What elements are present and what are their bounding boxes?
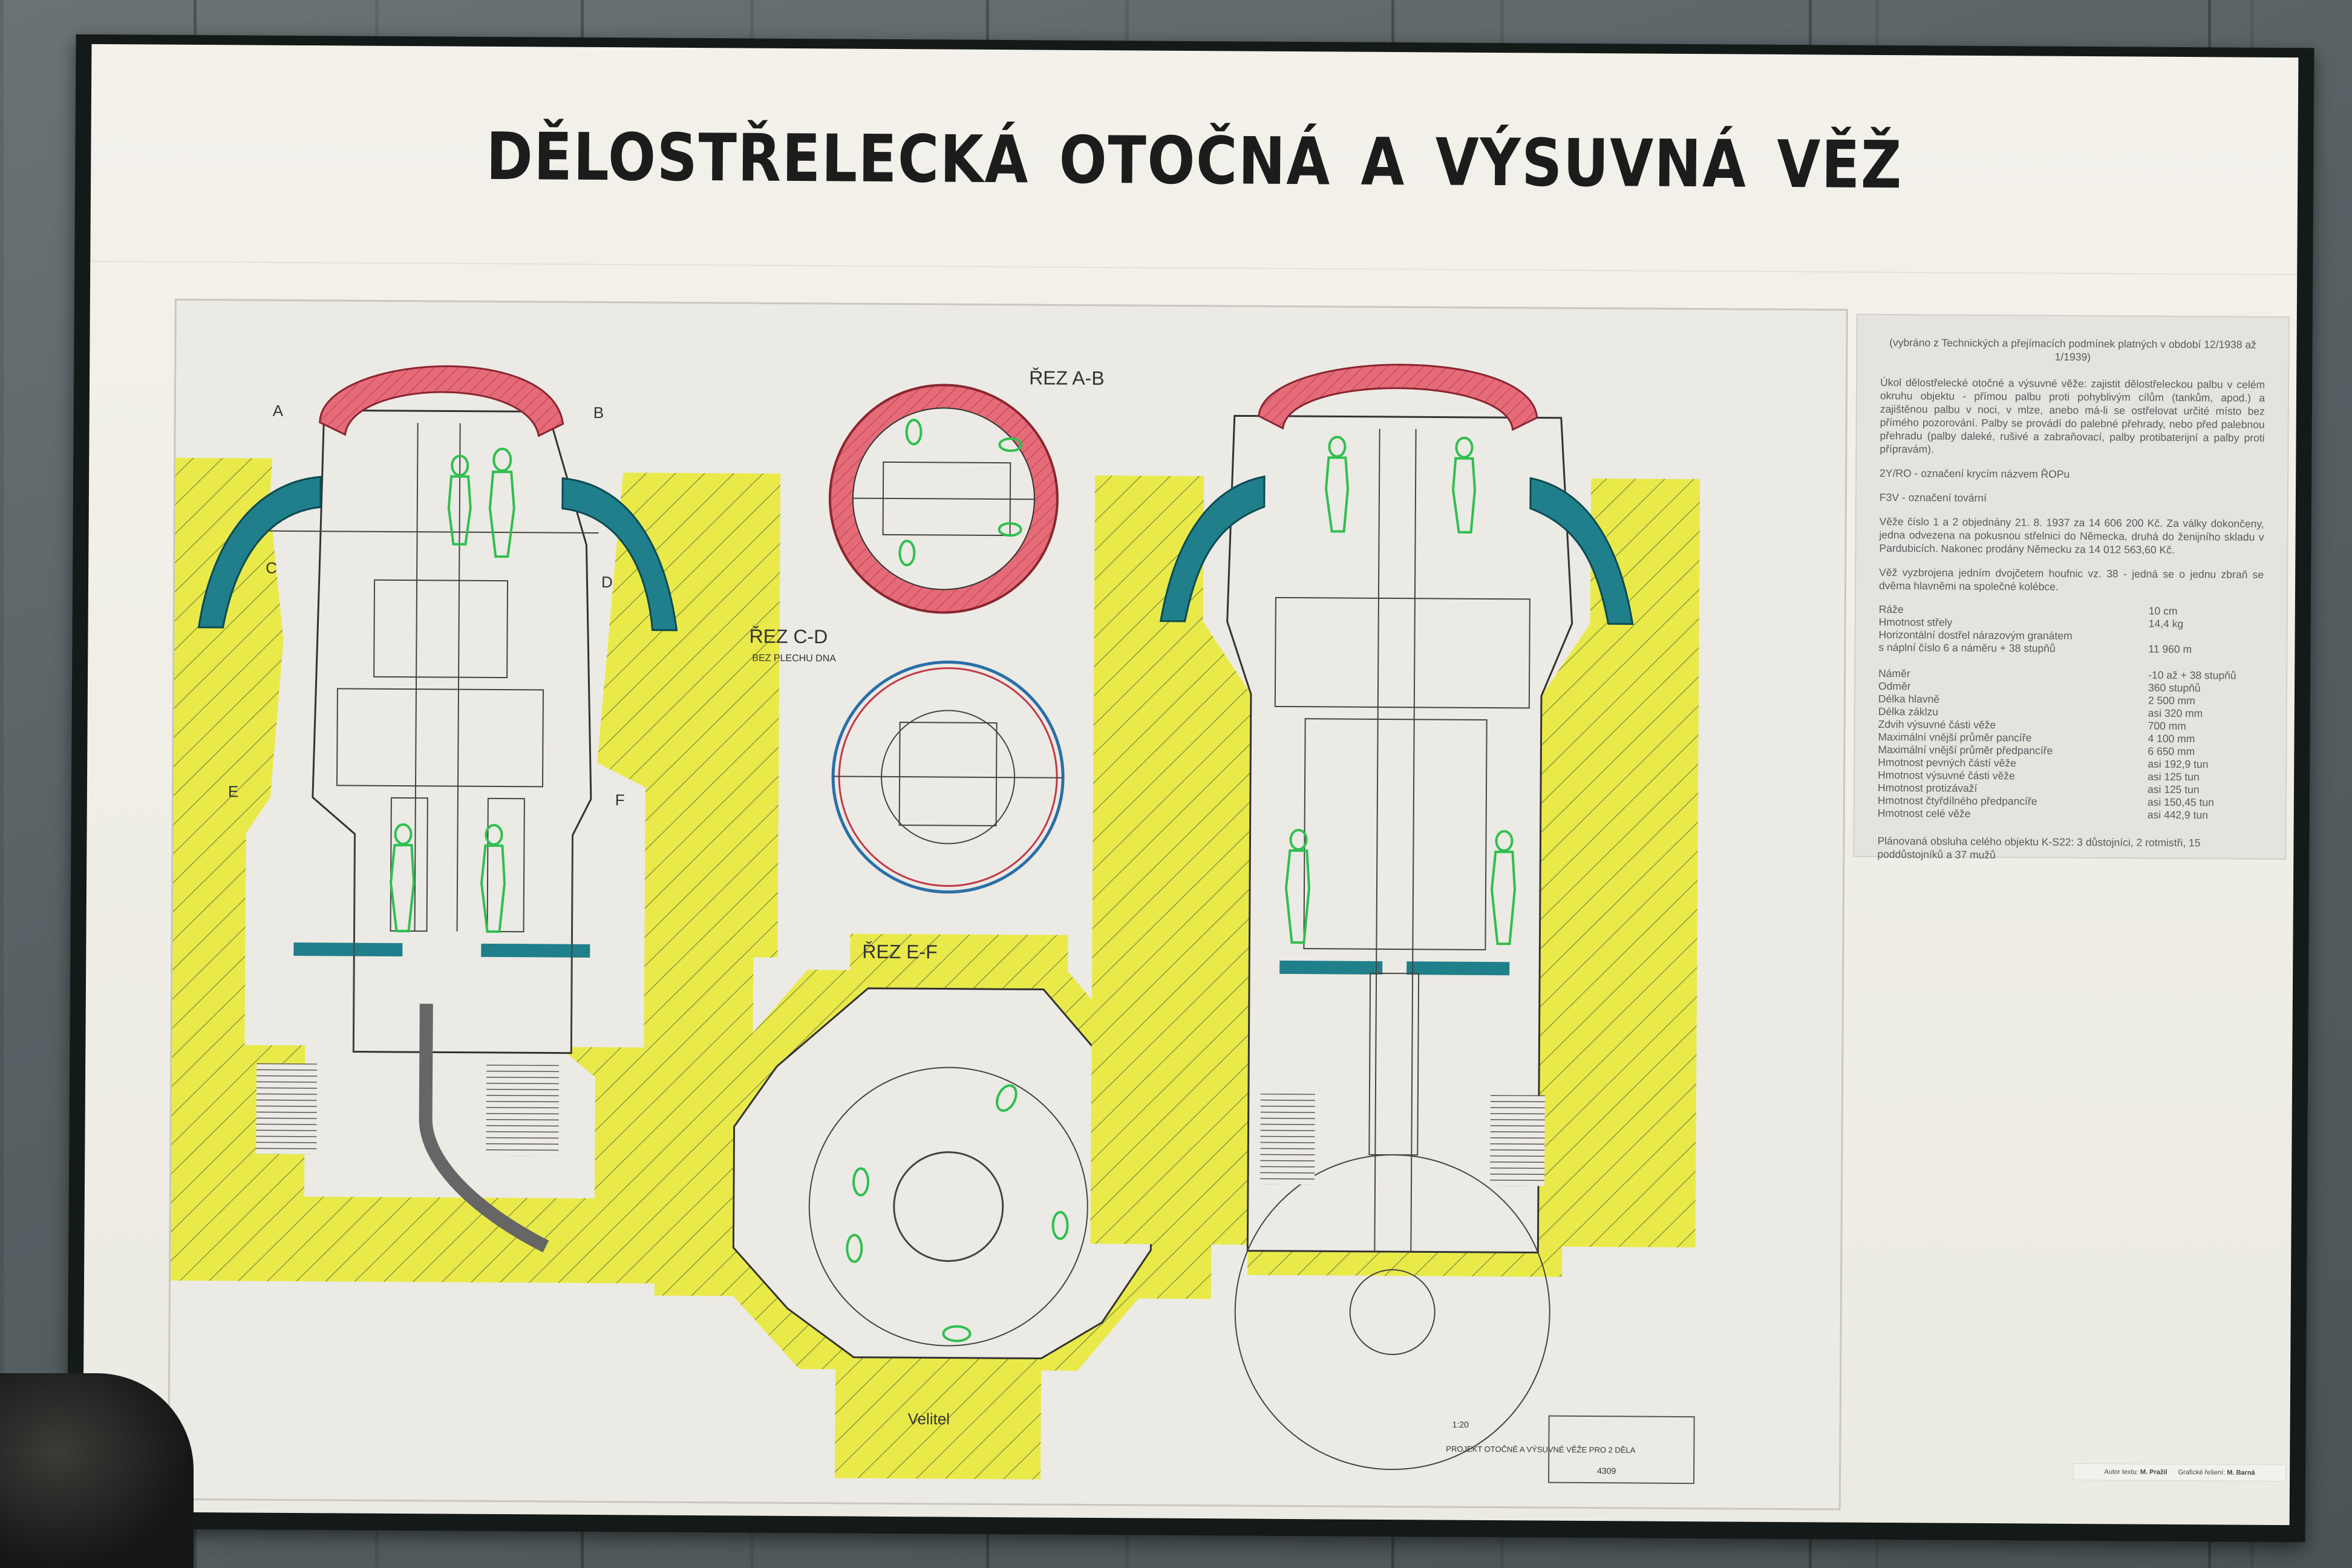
letter-c: C	[266, 559, 277, 577]
left-floor-plate-2	[481, 943, 590, 958]
spec-value	[2148, 630, 2263, 644]
spec-row: Hmotnost celé věže asi 442,9 tun	[1878, 807, 2262, 822]
spec-value: asi 442,9 tun	[2147, 808, 2209, 822]
right-armor-a	[1159, 475, 1266, 622]
letter-f: F	[615, 791, 625, 809]
right-floor-plate-1	[1279, 960, 1383, 975]
left-dome	[319, 365, 564, 437]
technical-drawing: A B C D E F ŘEZ A-B	[167, 298, 1848, 1511]
spec-key: Maximální vnější průměr pancíře	[1878, 730, 2032, 744]
spec-key: Délka hlavně	[1878, 692, 1940, 705]
credit-text: Autor textu: M. Pražil	[2105, 1468, 2167, 1476]
left-armor-b	[561, 477, 678, 632]
section-cd: ŘEZ C-D BEZ PLECHU DNA	[749, 626, 1065, 894]
exhibit-panel: DĚLOSTŘELECKÁ OTOČNÁ A VÝSUVNÁ VĚŽ	[82, 44, 2299, 1526]
left-crew-figures	[390, 448, 515, 933]
info-box: (vybráno z Technických a přejímacích pod…	[1853, 313, 2290, 861]
right-tower-section	[1090, 364, 1700, 1471]
spec-key: Maximální vnější průměr předpancíře	[1878, 743, 2053, 757]
section-ef: ŘEZ E-F Velitel	[654, 933, 1213, 1480]
spec-value: 14,4 kg	[2148, 617, 2184, 630]
spec-key: Hmotnost pevných částí věže	[1878, 756, 2016, 769]
stamp-project: PROJEKT OTOČNÉ A VÝSUVNÉ VĚŽE PRO 2 DĚLA	[1446, 1445, 1635, 1455]
info-paragraph: 2Y/RO - označení krycím názvem ŘOPu	[1880, 466, 2070, 480]
right-crew-figures	[1284, 436, 1516, 946]
title-stamp: PROJEKT OTOČNÉ A VÝSUVNÉ VĚŽE PRO 2 DĚLA…	[1446, 1415, 1695, 1485]
spec-key: Horizontální dostřel nárazovým granátem	[1878, 628, 2073, 642]
right-floor-plate-2	[1406, 961, 1510, 976]
stamp-number: 4309	[1597, 1466, 1616, 1475]
spec-key: Hmotnost čtyřdílného předpancíře	[1877, 794, 2037, 808]
spec-value: asi 320 mm	[2148, 707, 2203, 720]
right-mechanism	[1234, 428, 1550, 1471]
letter-a: A	[273, 402, 284, 420]
info-paragraph: Úkol dělostřelecké otočné a výsuvné věže…	[1880, 376, 2265, 456]
spec-value: asi 125 tun	[2147, 783, 2200, 796]
info-paragraph: Věž vyzbrojena jedním dvojčetem houfnic …	[1879, 566, 2264, 593]
spec-value: 360 stupňů	[2148, 681, 2201, 694]
spec-key: Odměr	[1878, 679, 1911, 693]
crew-plan: Plánovaná obsluha celého objektu K-S22: …	[1877, 834, 2201, 861]
spec-value: 700 mm	[2148, 719, 2186, 733]
info-paragraph: Věže číslo 1 a 2 objednány 21. 8. 1937 z…	[1879, 515, 2264, 556]
author-credit: Autor textu: M. Pražil Grafické řešení: …	[2073, 1463, 2287, 1482]
section-ab-label: ŘEZ A-B	[1029, 367, 1105, 389]
credit-graphic-author: M. Barná	[2227, 1469, 2255, 1477]
exhibit-board: DĚLOSTŘELECKÁ OTOČNÁ A VÝSUVNÁ VĚŽ	[67, 34, 2314, 1543]
letter-b: B	[593, 403, 604, 422]
spec-key: Hmotnost celé věže	[1877, 806, 1971, 820]
foreground-object	[0, 1373, 194, 1568]
left-grill-2	[486, 1064, 560, 1156]
section-cd-sublabel: BEZ PLECHU DNA	[752, 653, 836, 664]
stamp-scale: 1:20	[1452, 1420, 1469, 1429]
info-source-note: (vybráno z Technických a přejímacích pod…	[1889, 336, 2256, 364]
spec-key: Zdvih výsuvné části věže	[1878, 717, 1996, 731]
drawing-svg: A B C D E F ŘEZ A-B	[169, 364, 1700, 1485]
spec-row: s náplní číslo 6 a náměru + 38 stupňů 11 …	[1878, 641, 2263, 656]
spec-key: Délka záklzu	[1878, 705, 1939, 718]
spec-key: Ráže	[1878, 603, 1904, 616]
credit-graphic-label: Grafické řešení:	[2178, 1468, 2226, 1477]
spec-key: Náměr	[1878, 667, 1910, 680]
spec-value: 6 650 mm	[2148, 745, 2195, 758]
spec-value: asi 125 tun	[2148, 770, 2200, 783]
letter-e: E	[228, 782, 239, 800]
velitel-label: Velitel	[908, 1410, 950, 1428]
credit-text-label: Autor textu:	[2104, 1468, 2138, 1476]
info-paragraph: F3V - označení tovární	[1879, 491, 1987, 505]
spec-key: Hmotnost výsuvné části věže	[1878, 768, 2015, 782]
spec-key: Hmotnost střely	[1878, 615, 1953, 629]
header-divider	[90, 260, 2298, 276]
left-armor-a	[197, 475, 322, 629]
right-grill-1	[1260, 1093, 1315, 1185]
section-cd-label: ŘEZ C-D	[749, 626, 828, 648]
spec-value: 2 500 mm	[2148, 694, 2195, 707]
page-title: DĚLOSTŘELECKÁ OTOČNÁ A VÝSUVNÁ VĚŽ	[486, 119, 1903, 204]
concrete-right	[1090, 475, 1700, 1277]
spec-value: 10 cm	[2148, 604, 2178, 617]
right-grill-2	[1489, 1095, 1545, 1186]
spec-key: s náplní číslo 6 a náměru + 38 stupňů	[1878, 641, 2056, 655]
right-dome	[1258, 364, 1538, 431]
credit-graphic: Grafické řešení: M. Barná	[2178, 1469, 2255, 1477]
right-armor-b	[1529, 477, 1634, 625]
left-pipe	[419, 1004, 549, 1253]
left-floor-plate-1	[293, 942, 403, 957]
credit-text-author: M. Pražil	[2140, 1468, 2167, 1476]
left-mechanism	[266, 423, 599, 1053]
spec-key: Hmotnost protizávaží	[1877, 781, 1978, 794]
spec-value: asi 192,9 tun	[2148, 757, 2209, 771]
spec-value: 4 100 mm	[2148, 732, 2195, 745]
letter-d: D	[601, 573, 613, 591]
left-tower-section: A B C D E F	[169, 365, 781, 1284]
section-ef-label: ŘEZ E-F	[862, 941, 938, 963]
section-ab: ŘEZ A-B	[828, 367, 1105, 614]
spec-value: 11 960 m	[2148, 642, 2192, 656]
spec-value: asi 150,45 tun	[2147, 795, 2214, 809]
specs-ballistics: Ráže 10 cm Hmotnost střely 14,4 kg Horizon…	[1878, 603, 2264, 656]
spec-value: -10 až + 38 stupňů	[2148, 668, 2236, 682]
left-grill-1	[256, 1063, 318, 1155]
